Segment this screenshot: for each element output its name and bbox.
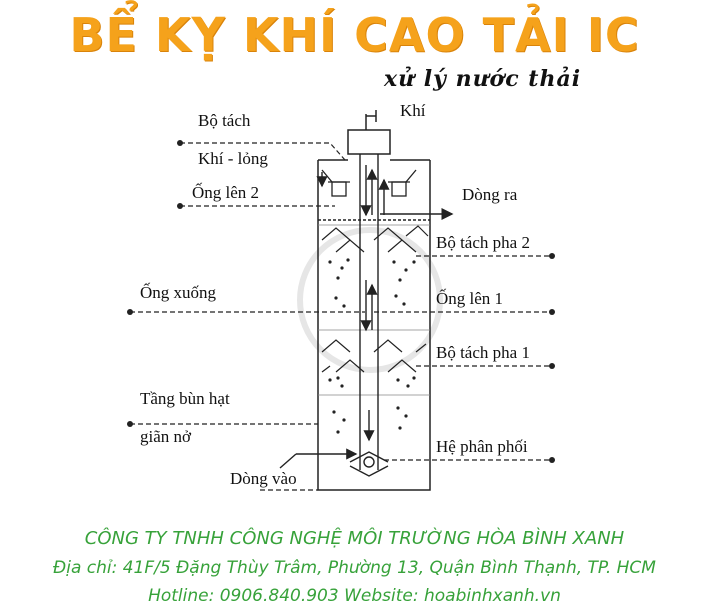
page-subtitle: xử lý nước thải xyxy=(384,66,582,92)
label-inflow: Dòng vào xyxy=(230,469,297,488)
watermark-circle xyxy=(297,227,443,373)
label-separator-line2: Khí - lỏng xyxy=(198,149,268,168)
label-downcomer: Ống xuống xyxy=(140,283,217,302)
label-riser-1: Ống lên 1 xyxy=(436,289,503,308)
label-sludge-line1: Tầng bùn hạt xyxy=(140,389,230,408)
label-phase-separator-1: Bộ tách pha 1 xyxy=(436,343,530,362)
phase-separator-2 xyxy=(321,225,429,253)
footer-company: CÔNG TY TNHH CÔNG NGHỆ MÔI TRƯỜNG HÒA BÌ… xyxy=(84,528,625,549)
footer-contact: Hotline: 0906.840.903 Website: hoabinhxa… xyxy=(148,586,561,606)
gas-outlet xyxy=(347,110,391,155)
leader-endpoints xyxy=(127,140,555,463)
central-pipes xyxy=(316,154,390,470)
label-separator-line1: Bộ tách xyxy=(198,111,251,130)
phase-separator-1 xyxy=(321,339,427,373)
gas-liquid-separator xyxy=(321,169,417,197)
label-sludge-line2: giãn nở xyxy=(140,427,192,446)
page-title: BỂ KỴ KHÍ CAO TẢI IC xyxy=(69,8,640,62)
distribution-system xyxy=(279,448,389,477)
label-distribution: Hệ phân phối xyxy=(436,437,528,456)
tank-walls xyxy=(317,159,431,491)
label-outflow: Dòng ra xyxy=(462,185,518,204)
label-riser-2: Ống lên 2 xyxy=(192,183,259,202)
ic-reactor-diagram: Khí Bộ tách Khí - lỏng Ống lên 2 Dòng ra… xyxy=(127,101,555,491)
footer-address: Địa chỉ: 41F/5 Đặng Thùy Trâm, Phường 13… xyxy=(53,558,656,578)
sludge-particles xyxy=(328,258,416,434)
leader-lines xyxy=(130,142,552,491)
label-gas: Khí xyxy=(400,101,426,120)
label-phase-separator-2: Bộ tách pha 2 xyxy=(436,233,530,252)
